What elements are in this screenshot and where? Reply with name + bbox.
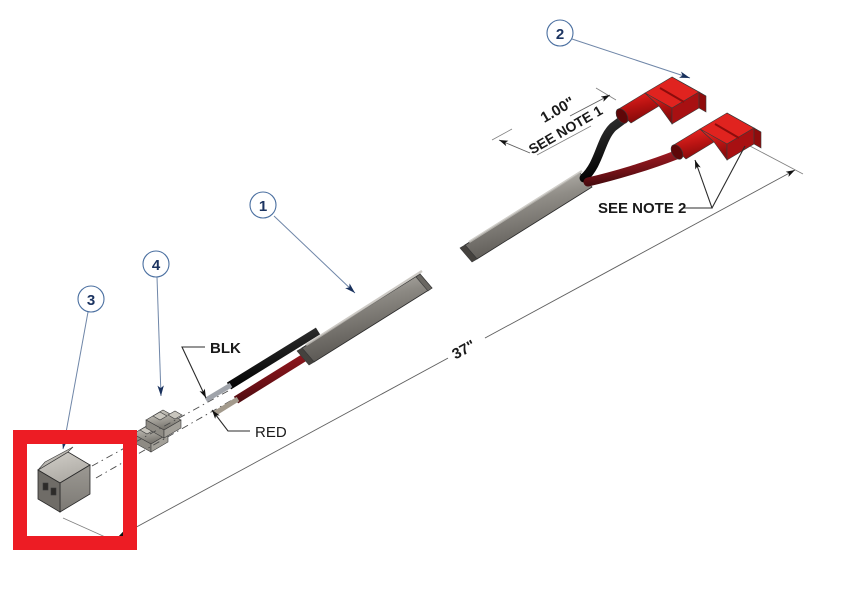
upper-jacket-sleeve — [459, 169, 593, 263]
housing-cavity-1 — [42, 482, 49, 491]
red-wire-label: RED — [255, 424, 287, 441]
jacket-end-cap-right — [415, 273, 433, 292]
terminal-upper — [145, 409, 183, 439]
housing-cavity-2 — [50, 487, 57, 496]
terminal-upper-barrel — [152, 411, 168, 421]
upper-black-wire — [579, 113, 630, 183]
jacket-end-cap-left — [296, 347, 315, 366]
balloon-3[interactable]: 3 — [61, 285, 105, 450]
red-terminal-lower-endcap — [753, 127, 762, 149]
balloon-4[interactable]: 4 — [142, 250, 170, 397]
red-highlight-box — [13, 430, 137, 550]
dim-text-mask — [442, 327, 492, 371]
strip-dim-line-right — [569, 94, 611, 117]
balloon-1[interactable]: 1 — [249, 191, 356, 294]
red-wire-stripped-conductor — [212, 396, 240, 417]
upper-harness-assembly — [459, 76, 762, 263]
red-terminal-lower-entry — [670, 144, 684, 160]
red-terminal-lower-endtop — [726, 112, 762, 133]
balloon-4-circle[interactable] — [142, 250, 170, 278]
terminal-upper-tab — [167, 410, 183, 420]
red-leader-line — [211, 409, 250, 432]
balloon-2[interactable]: 2 — [546, 19, 691, 79]
balloon-4-label: 4 — [152, 257, 161, 274]
balloon-3-label: 3 — [87, 292, 95, 309]
red-terminal-upper — [615, 76, 707, 125]
red-label-leader: RED — [211, 409, 287, 441]
strip-dim-ext-left — [491, 128, 513, 141]
upper-jacket-end-cap — [459, 244, 478, 263]
balloon-2-circle[interactable] — [546, 19, 574, 47]
balloon-2-leader — [571, 38, 691, 79]
upper-red-wire — [583, 150, 681, 187]
strip-dim-guide — [536, 125, 592, 156]
balloon-3-circle[interactable] — [77, 285, 105, 313]
overall-length-dimension: 37" — [62, 144, 804, 541]
black-wire-stripped-conductor — [204, 382, 233, 403]
see-note-2-leader-branch — [711, 145, 746, 209]
black-wire — [226, 327, 321, 390]
upper-jacket-body — [464, 172, 593, 260]
balloon-1-leader — [273, 215, 356, 294]
housing-front-face — [37, 469, 61, 513]
housing-chamfer — [37, 446, 74, 471]
see-note-2-leader-line — [683, 159, 713, 209]
red-terminal-lower-slot — [714, 123, 740, 139]
see-note-2-label: SEE NOTE 2 — [598, 200, 686, 217]
upper-jacket-highlight — [468, 169, 583, 244]
jacket-highlight — [305, 269, 423, 347]
red-terminal-upper-entry — [615, 108, 629, 124]
cable-outer-jacket — [296, 269, 433, 366]
balloon-1-circle[interactable] — [249, 191, 277, 219]
red-terminal-upper-endtop — [671, 76, 707, 97]
main-cable-assembly — [204, 269, 433, 417]
red-terminal-upper-endcap — [698, 91, 707, 113]
blk-label-leader: BLK — [181, 340, 241, 399]
dim-extension-right — [747, 144, 804, 175]
see-note-2-leader: SEE NOTE 2 — [598, 145, 746, 217]
connector-housing-assembly — [37, 446, 91, 513]
blk-leader-line — [181, 346, 207, 399]
assembly-centerline — [91, 390, 229, 467]
blk-wire-label: BLK — [210, 340, 241, 357]
terminal-pair — [132, 409, 183, 453]
balloon-2-label: 2 — [556, 26, 564, 43]
jacket-body — [301, 273, 433, 363]
strip-dim-line-left — [498, 139, 531, 154]
strip-dim-ext-right — [595, 87, 617, 101]
balloon-1-label: 1 — [259, 198, 267, 215]
assembly-centerline-2 — [95, 399, 233, 479]
balloon-3-leader — [61, 311, 89, 450]
balloon-4-leader — [156, 276, 164, 397]
red-terminal-lower — [670, 112, 762, 161]
red-terminal-upper-slot — [659, 87, 685, 103]
terminal-upper-face — [163, 419, 182, 439]
